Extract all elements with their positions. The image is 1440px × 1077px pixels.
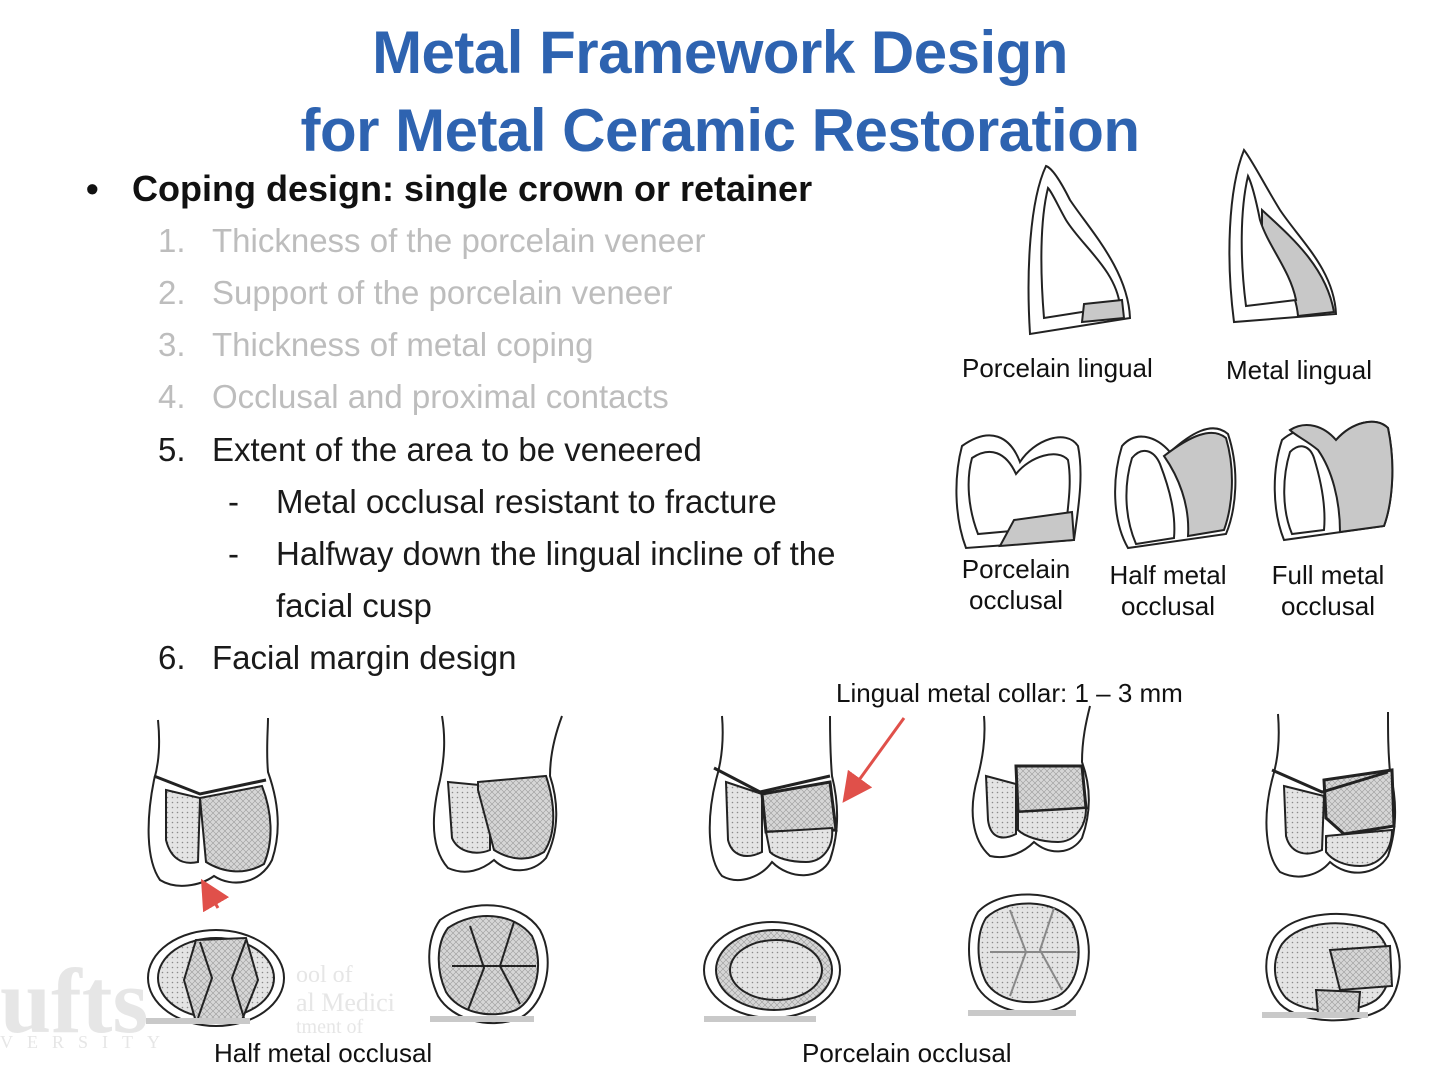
watermark-logo: ufts (0, 950, 149, 1052)
caption-full-metal-occlusal: Full metal occlusal (1260, 560, 1396, 622)
porcelain-occlusal-tooth-icon (955, 434, 1082, 550)
annotation-lingual-collar: Lingual metal collar: 1 – 3 mm (836, 678, 1183, 708)
side-view-tooth-3-icon (708, 715, 838, 881)
occlusal-view-tooth-5-icon (1265, 912, 1401, 1022)
arrow-icon (842, 717, 906, 803)
list-item-number: 3. (158, 326, 186, 363)
side-view-tooth-1-icon (147, 717, 279, 887)
side-view-tooth-4-icon (971, 705, 1091, 858)
sub-item-continuation: facial cusp (276, 587, 432, 624)
slide-title: Metal Framework Design for Metal Ceramic… (0, 14, 1440, 170)
list-item-text: Thickness of metal coping (212, 326, 594, 363)
caption-line: Porcelain (961, 554, 1071, 584)
list-item: 5. Extent of the area to be veneered (158, 431, 702, 469)
watermark-text: al Medici (296, 988, 395, 1017)
list-item-text: Occlusal and proximal contacts (212, 378, 669, 415)
list-item: 6. Facial margin design (158, 639, 516, 677)
list-item-number: 1. (158, 222, 186, 259)
list-item-number: 5. (158, 431, 186, 468)
caption-metal-lingual: Metal lingual (1226, 355, 1372, 385)
list-item-number: 6. (158, 639, 186, 676)
sub-item: -Halfway down the lingual incline of the (228, 535, 836, 573)
caption-bottom-half-metal: Half metal occlusal (214, 1038, 433, 1068)
title-line-2: for Metal Ceramic Restoration (300, 97, 1140, 164)
caption-line: Half metal (1109, 560, 1227, 590)
arrow-icon (200, 878, 230, 913)
caption-half-metal-occlusal: Half metal occlusal (1098, 560, 1238, 622)
side-view-tooth-5-icon (1265, 711, 1396, 878)
caption-line: Full metal (1271, 560, 1385, 590)
sub-item-dash: - (228, 483, 239, 520)
list-item-text: Extent of the area to be veneered (212, 431, 702, 468)
sub-item-text: Metal occlusal resistant to fracture (276, 483, 777, 520)
watermark-text: ool of (296, 962, 353, 988)
sub-item: -Metal occlusal resistant to fracture (228, 483, 777, 521)
caption-bottom-porcelain: Porcelain occlusal (802, 1038, 1012, 1068)
watermark-text: tment of (296, 1016, 364, 1038)
occlusal-view-tooth-1-icon (147, 929, 285, 1027)
side-view-tooth-2-icon (432, 715, 563, 873)
caption-porcelain-lingual: Porcelain lingual (962, 353, 1153, 383)
list-item-text: Thickness of the porcelain veneer (212, 222, 706, 259)
title-line-1: Metal Framework Design (372, 19, 1068, 86)
list-item: 3. Thickness of metal coping (158, 326, 594, 364)
occlusal-view-tooth-3-icon (703, 921, 841, 1019)
sub-item-text: Halfway down the lingual incline of the (276, 535, 836, 572)
main-bullet: • Coping design: single crown or retainer (86, 168, 812, 210)
caption-line: occlusal (969, 585, 1063, 615)
list-item: 4. Occlusal and proximal contacts (158, 378, 669, 416)
list-item-number: 2. (158, 274, 186, 311)
watermark-text: VERSITY (0, 1032, 174, 1052)
copyright-marks (146, 1010, 1368, 1024)
occlusal-view-tooth-2-icon (428, 904, 549, 1025)
list-item-text: Support of the porcelain veneer (212, 274, 673, 311)
list-item-number: 4. (158, 378, 186, 415)
sub-item-dash: - (228, 535, 239, 572)
porcelain-lingual-tooth-icon (1027, 164, 1132, 336)
list-item: 1. Thickness of the porcelain veneer (158, 222, 705, 260)
full-metal-occlusal-tooth-icon (1273, 420, 1394, 542)
metal-lingual-tooth-icon (1228, 148, 1338, 324)
caption-line: occlusal (1281, 591, 1375, 621)
caption-porcelain-occlusal: Porcelain occlusal (950, 554, 1082, 616)
half-metal-occlusal-tooth-icon (1114, 427, 1237, 550)
caption-line: occlusal (1121, 591, 1215, 621)
list-item: 2. Support of the porcelain veneer (158, 274, 672, 312)
main-bullet-text: Coping design: single crown or retainer (132, 168, 813, 209)
list-item-text: Facial margin design (212, 639, 517, 676)
bullet-symbol: • (86, 168, 99, 209)
occlusal-view-tooth-4-icon (968, 893, 1090, 1014)
